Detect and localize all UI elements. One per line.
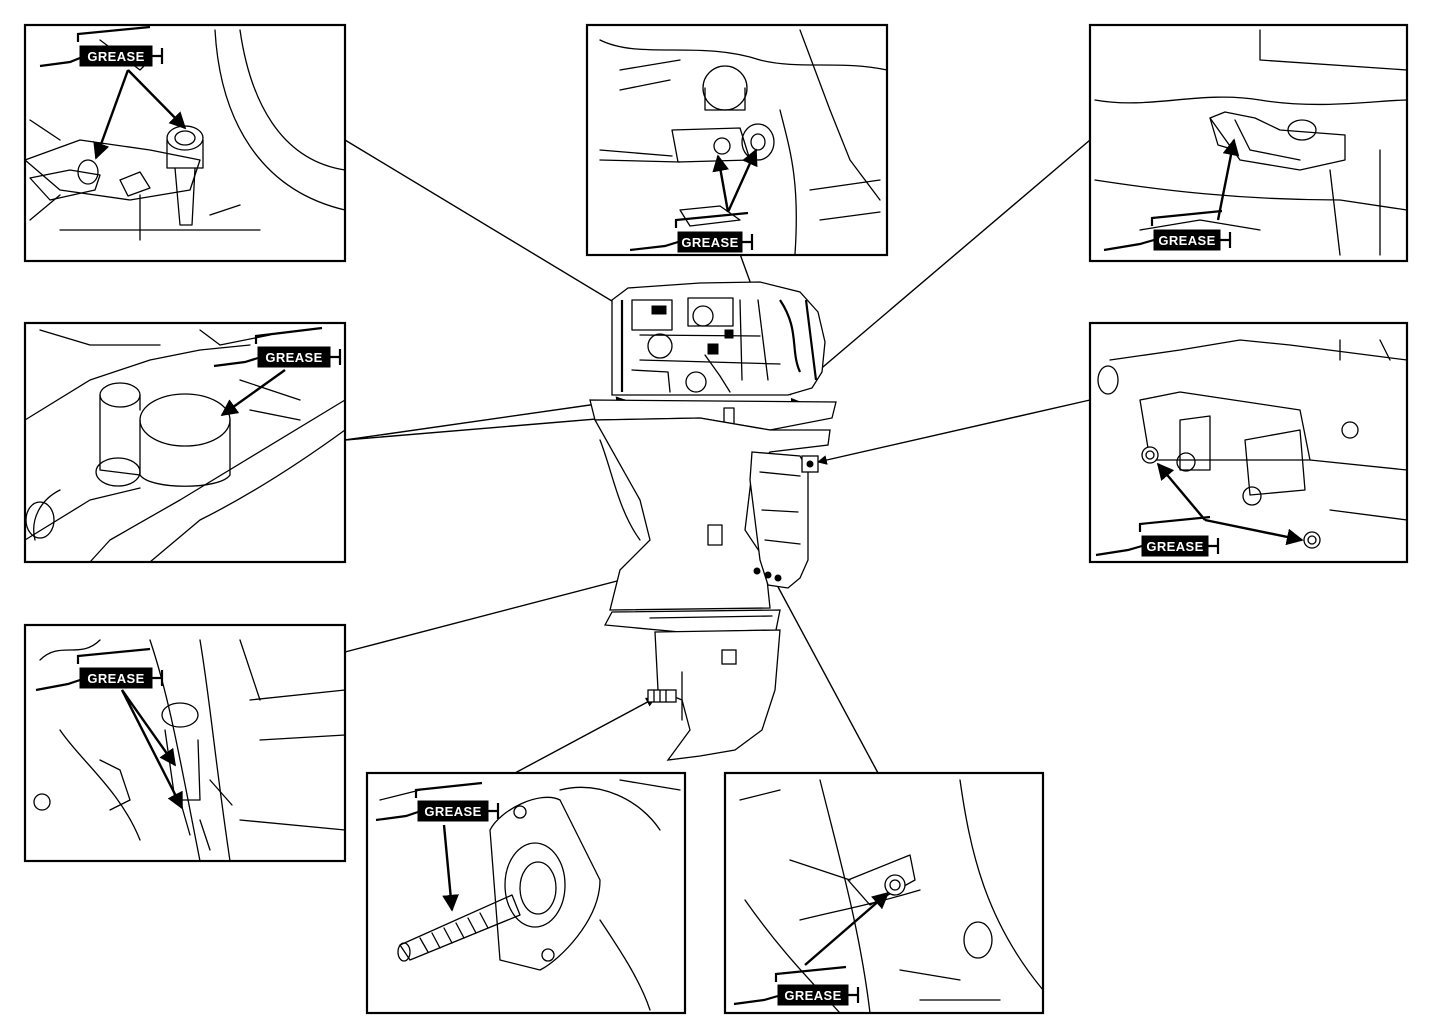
leader-lines <box>344 139 1091 774</box>
detail-panel-tilt-lock <box>23 623 347 863</box>
grease-label: GREASE <box>375 781 500 822</box>
detail-panel-shift-lever <box>1088 23 1409 263</box>
svg-text:GREASE: GREASE <box>1158 233 1215 248</box>
detail-panel-swivel-lower <box>723 771 1045 1015</box>
grease-label: GREASE <box>39 25 164 68</box>
grease-label: GREASE <box>733 965 860 1006</box>
detail-panel-steering-pivot <box>23 23 347 263</box>
svg-text:GREASE: GREASE <box>681 235 738 250</box>
svg-text:GREASE: GREASE <box>784 988 841 1003</box>
grease-label: GREASE <box>213 326 342 368</box>
svg-text:GREASE: GREASE <box>265 350 322 365</box>
svg-text:GREASE: GREASE <box>1146 539 1203 554</box>
grease-label: GREASE <box>1095 515 1220 557</box>
engine-detail <box>620 297 818 393</box>
grease-label: GREASE <box>35 647 164 692</box>
detail-panel-drive-shaft <box>365 771 687 1015</box>
detail-panel-tiller-bracket <box>585 23 889 257</box>
grease-label: GREASE <box>629 211 754 253</box>
detail-panel-clamp-bracket <box>1088 321 1409 564</box>
svg-text:GREASE: GREASE <box>87 671 144 686</box>
svg-text:GREASE: GREASE <box>424 804 481 819</box>
svg-text:GREASE: GREASE <box>87 49 144 64</box>
grease-label: GREASE <box>1103 209 1232 252</box>
outboard-motor <box>589 281 837 761</box>
